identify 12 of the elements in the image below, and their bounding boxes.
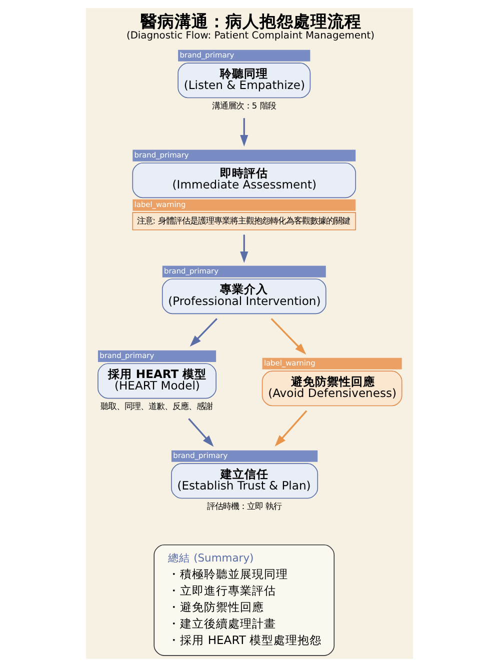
arrow (240, 118, 248, 147)
node-box: 總結 (Summary) ・積極聆聽並展現同理 ・立即進行專業評估 ・避免防禦性回應 ・建立後續處理計畫 ・採用 HEART 模型處理抱怨 (153, 544, 334, 656)
node-label: 評估時機：立即 執行 (206, 500, 282, 511)
node-label: 聽取、同理、道歉、反應、感謝 (100, 401, 212, 412)
arrow (188, 418, 214, 447)
arrow (270, 318, 306, 355)
arrow (189, 318, 217, 347)
node-label: 溝通層次：5 階段 (211, 100, 276, 110)
diagram-title: 醫病溝通：病人抱怨處理流程 (140, 12, 361, 32)
arrow (274, 410, 307, 447)
arrow (240, 234, 248, 264)
caption: (Diagnostic Flow: Patient Complaint Management) (126, 30, 374, 42)
